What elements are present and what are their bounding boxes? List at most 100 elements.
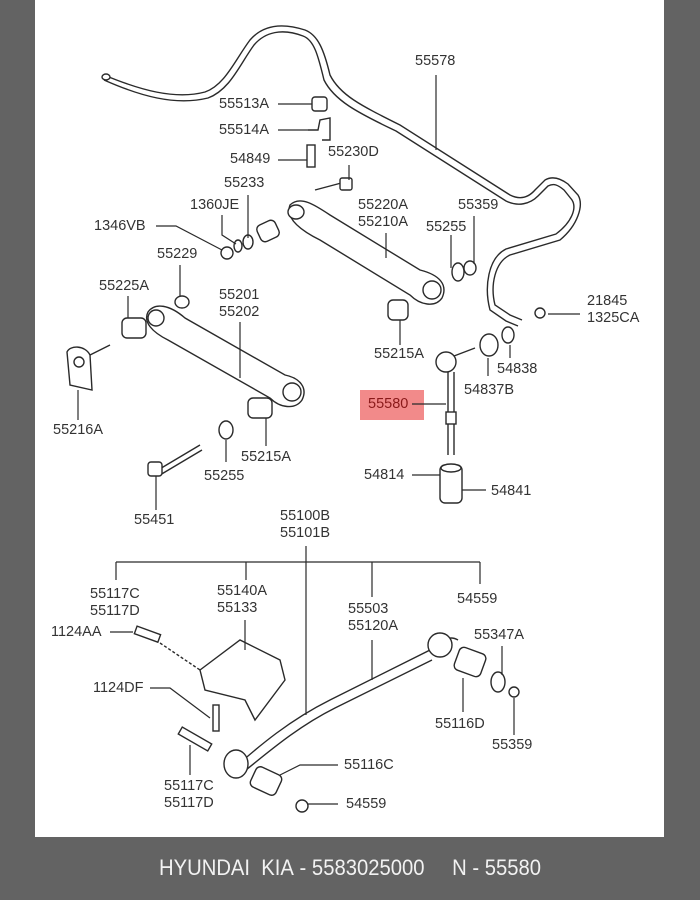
part-number: 55514A (219, 122, 269, 138)
part-label-55229[interactable]: 55229 (157, 246, 197, 263)
part-number: 54559 (457, 591, 498, 607)
part-label-1124DF[interactable]: 1124DF (93, 680, 144, 697)
part-number: 55225A (99, 278, 149, 294)
part-number: 1124DF (93, 680, 144, 696)
part-number-line-1: 55220A (358, 197, 408, 213)
part-label-55359-upper[interactable]: 55359 (458, 197, 498, 214)
part-number: 55359 (492, 737, 533, 753)
part-number-line-1: 21845 (587, 293, 628, 309)
lower-arm-drawing (121, 305, 305, 440)
part-label-55513A[interactable]: 55513A (219, 96, 269, 113)
part-number: 54838 (497, 361, 538, 377)
separator: - (466, 855, 485, 880)
n-label: N (452, 855, 467, 880)
part-label-55514A[interactable]: 55514A (219, 122, 269, 139)
part-number: 55513A (219, 96, 269, 112)
part-label-54559-upper[interactable]: 54559 (457, 591, 497, 608)
part-number: 55215A (374, 346, 424, 362)
part-number-line-1: 55117C (90, 586, 140, 602)
part-number: 54849 (230, 151, 271, 167)
part-number: 54841 (491, 483, 532, 499)
part-number: 54559 (346, 796, 387, 812)
part-label-1346VB[interactable]: 1346VB (94, 218, 146, 235)
part-label-54814[interactable]: 54814 (364, 467, 404, 484)
part-label-55225A[interactable]: 55225A (99, 278, 149, 295)
part-number: 55255 (426, 219, 467, 235)
part-label-55230D[interactable]: 55230D (328, 144, 379, 161)
part-number: 55255 (204, 468, 245, 484)
stabilizer-link-drawing (435, 307, 546, 504)
part-number: 54814 (364, 467, 405, 483)
stabilizer-bar-drawing (101, 25, 581, 327)
part-label-55578[interactable]: 55578 (415, 53, 455, 70)
bracket-drawing (66, 344, 111, 391)
part-number: 54837B (464, 382, 514, 398)
brand-name: HYUNDAI KIA (158, 855, 294, 880)
bolt-drawing (147, 444, 203, 477)
part-number-line-1: 55117C (164, 778, 214, 794)
part-label-55451[interactable]: 55451 (134, 512, 174, 529)
part-label-55233[interactable]: 55233 (224, 175, 264, 192)
part-number: 55578 (415, 53, 456, 69)
part-label-55580-highlighted[interactable]: 55580 (368, 396, 408, 413)
part-number: 55359 (458, 197, 499, 213)
part-number-line-1: 55503 (348, 601, 389, 617)
part-label-55116C[interactable]: 55116C (344, 757, 394, 774)
part-number: 55230D (328, 144, 379, 160)
part-label-54837B[interactable]: 54837B (464, 382, 514, 399)
part-number: 55229 (157, 246, 198, 262)
upper-arm-drawing (287, 177, 445, 305)
part-label-54849[interactable]: 54849 (230, 151, 270, 168)
part-number: 1360JE (190, 197, 240, 213)
part-number: 55116C (344, 757, 394, 773)
part-number-line-1: 55100B (280, 508, 330, 524)
part-label-55215A-lower[interactable]: 55215A (241, 449, 291, 466)
part-number: 1346VB (94, 218, 146, 234)
part-number-line-2: 55101B (280, 525, 330, 541)
part-number-line-2: 1325CA (587, 310, 640, 326)
part-label-1124AA[interactable]: 1124AA (51, 624, 102, 641)
part-number-line-2: 55120A (348, 618, 398, 634)
part-label-1360JE[interactable]: 1360JE (190, 197, 239, 214)
part-label-55216A[interactable]: 55216A (53, 422, 103, 439)
leader-lines (77, 75, 580, 805)
separator: - (293, 855, 312, 880)
part-number: 55116D (435, 716, 485, 732)
n-value: 55580 (484, 855, 542, 880)
upper-arm-bushings-drawing (174, 219, 477, 321)
part-number: 1124AA (51, 624, 102, 640)
part-label-55255-upper[interactable]: 55255 (426, 219, 466, 236)
part-number-line-2: 55117D (90, 603, 140, 619)
part-number: 55215A (241, 449, 291, 465)
part-number: 55347A (474, 627, 524, 643)
part-label-54559-lower[interactable]: 54559 (346, 796, 386, 813)
part-number: 5583025000 (311, 855, 425, 880)
highlighted-part-box (360, 390, 424, 420)
part-label-55215A-upper[interactable]: 55215A (374, 346, 424, 363)
part-label-55255-lower[interactable]: 55255 (204, 468, 244, 485)
part-number-line-1: 55140A (217, 583, 267, 599)
part-number-line-2: 55202 (219, 304, 260, 320)
part-label-54841[interactable]: 54841 (491, 483, 531, 500)
part-number: 55216A (53, 422, 103, 438)
part-label-55116D[interactable]: 55116D (435, 716, 485, 733)
trailing-arm-drawing (133, 625, 520, 813)
caption-bar: HYUNDAI KIA - 5583025000 N - 55580 (28, 855, 672, 881)
part-number-line-2: 55117D (164, 795, 214, 811)
part-number-line-2: 55210A (358, 214, 408, 230)
part-label-54838[interactable]: 54838 (497, 361, 537, 378)
part-label-55347A[interactable]: 55347A (474, 627, 524, 644)
part-number: 55233 (224, 175, 265, 191)
part-label-55359-lower[interactable]: 55359 (492, 737, 532, 754)
part-number: 55451 (134, 512, 175, 528)
part-number-line-1: 55201 (219, 287, 260, 303)
